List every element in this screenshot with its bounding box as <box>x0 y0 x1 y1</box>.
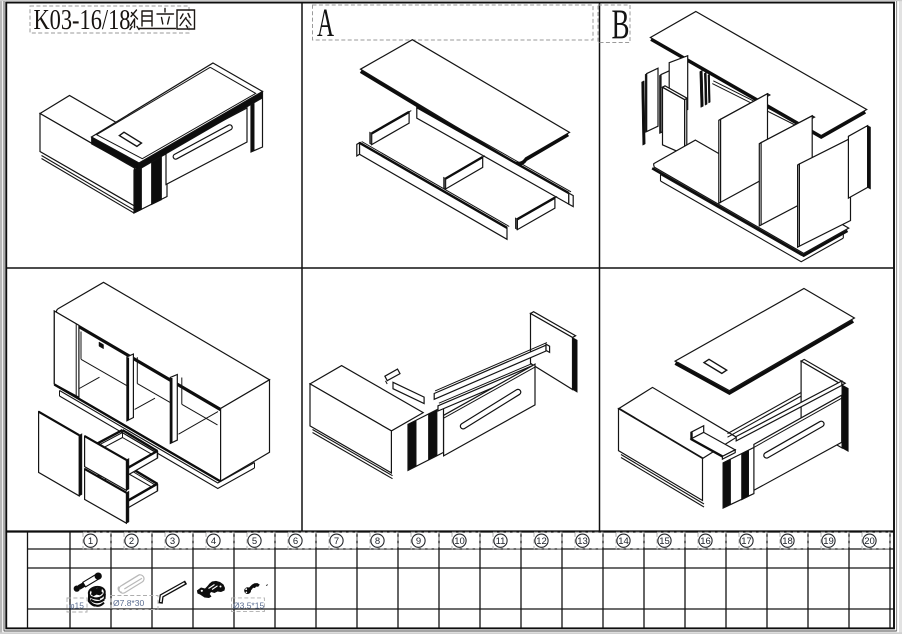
svg-text:1: 1 <box>88 536 93 547</box>
svg-text:19: 19 <box>823 536 834 547</box>
svg-text:φ15: φ15 <box>69 601 84 611</box>
svg-text:4: 4 <box>211 536 216 547</box>
svg-text:12: 12 <box>536 536 547 547</box>
svg-text:15: 15 <box>659 536 670 547</box>
svg-text:6: 6 <box>293 536 298 547</box>
svg-text:K03-16/18: K03-16/18 <box>34 4 131 36</box>
svg-text:18: 18 <box>782 536 793 547</box>
svg-text:13: 13 <box>577 536 588 547</box>
svg-text:7: 7 <box>334 536 339 547</box>
svg-text:17: 17 <box>741 536 752 547</box>
svg-text:B: B <box>612 3 630 49</box>
svg-text:Ø7.8*30: Ø7.8*30 <box>113 598 144 608</box>
svg-text:9: 9 <box>416 536 421 547</box>
svg-text:14: 14 <box>618 536 629 547</box>
svg-text:A: A <box>317 0 334 45</box>
svg-text:3: 3 <box>170 536 175 547</box>
svg-text:20: 20 <box>864 536 875 547</box>
svg-text:10: 10 <box>454 536 465 547</box>
svg-text:11: 11 <box>496 536 506 547</box>
svg-text:Ø3.5*15: Ø3.5*15 <box>233 601 264 611</box>
svg-text:5: 5 <box>252 536 257 547</box>
svg-text:2: 2 <box>129 536 134 547</box>
svg-text:16: 16 <box>700 536 711 547</box>
svg-text:8: 8 <box>375 536 380 547</box>
